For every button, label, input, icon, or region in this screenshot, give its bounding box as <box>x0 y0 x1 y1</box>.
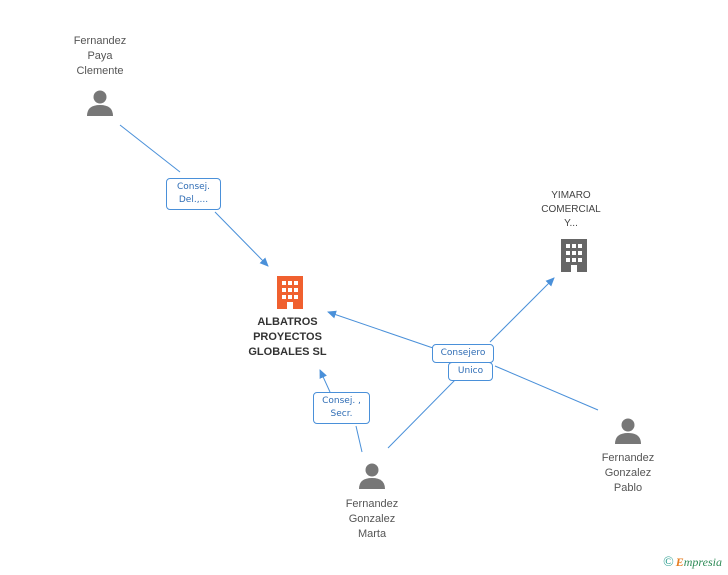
edge-paya-albatros <box>119 124 181 173</box>
node-label-fernandez-gonzalez-pablo[interactable]: Fernandez Gonzalez Pablo <box>601 452 655 494</box>
node-label-fernandez-paya-clemente[interactable]: Fernandez Paya Clemente <box>73 35 127 77</box>
building-icon <box>277 276 303 309</box>
edge-pablo-consejero <box>494 365 599 411</box>
building-icon <box>561 239 587 272</box>
person-icon <box>615 418 641 444</box>
node-label-yimaro[interactable]: YIMARO COMERCIAL Y... <box>541 190 601 229</box>
brand-name: mpresia <box>683 555 722 569</box>
person-icon <box>87 90 113 116</box>
node-label-fernandez-gonzalez-marta[interactable]: Fernandez Gonzalez Marta <box>345 498 399 540</box>
edge-label-consej-secr[interactable]: Consej. , Secr. <box>313 392 370 424</box>
edge-paya-albatros-arrow <box>214 211 269 267</box>
person-icon <box>359 463 385 489</box>
edge-marta-albatros-arrow <box>319 369 331 393</box>
edge-consejero-albatros <box>327 310 434 349</box>
copyright-symbol: © <box>663 555 674 570</box>
edge-label-unico[interactable]: Unico <box>448 362 493 381</box>
edge-label-consej-del[interactable]: Consej. Del.,... <box>166 178 221 210</box>
empresia-watermark: ©Empresia <box>663 555 722 571</box>
brand-initial: E <box>675 555 684 569</box>
edge-label-consejero[interactable]: Consejero <box>432 344 494 363</box>
edge-marta-consejero <box>387 379 456 449</box>
node-label-albatros[interactable]: ALBATROS PROYECTOS GLOBALES SL <box>248 316 327 358</box>
edge-consejero-yimaro <box>489 277 555 343</box>
edge-marta-albatros <box>355 425 363 453</box>
